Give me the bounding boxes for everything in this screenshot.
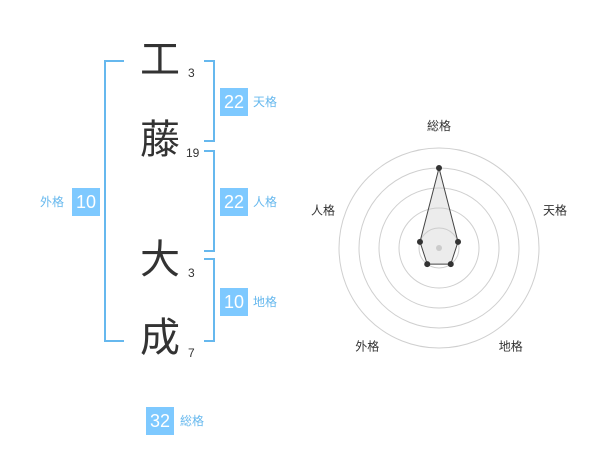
jinkaku-bracket — [204, 150, 215, 252]
radar-center-dot — [436, 245, 442, 251]
name-char-1: 工 — [140, 37, 180, 83]
stroke-count-4: 7 — [188, 346, 195, 360]
name-char-4: 成 — [140, 315, 180, 361]
chikaku-label: 地格 — [253, 295, 278, 309]
radar-axis-label-3: 地格 — [499, 339, 523, 354]
radar-point-2 — [455, 238, 462, 245]
gaikaku-bracket — [104, 60, 124, 342]
tenkaku-label: 天格 — [253, 95, 278, 109]
radar-axis-label-1: 総格 — [427, 118, 451, 133]
soukaku-badge: 32 — [146, 407, 174, 435]
name-char-3: 大 — [140, 237, 180, 283]
stroke-count-2: 19 — [186, 146, 200, 160]
radar-ring-5 — [338, 147, 540, 349]
tenkaku-bracket — [204, 60, 215, 142]
radar-ring-3 — [378, 187, 500, 309]
stroke-count-3: 3 — [188, 266, 195, 280]
jinkaku-badge: 22 — [220, 188, 248, 216]
name-char-2: 藤 — [140, 117, 180, 163]
stroke-count-1: 3 — [188, 66, 195, 80]
soukaku-label: 総格 — [180, 414, 205, 428]
radar-point-5 — [416, 238, 423, 245]
gaikaku-label: 外格 — [40, 195, 65, 209]
chikaku-badge: 10 — [220, 288, 248, 316]
gaikaku-badge: 10 — [72, 188, 100, 216]
radar-point-3 — [447, 261, 454, 268]
jinkaku-label: 人格 — [253, 195, 278, 209]
radar-axis-label-2: 天格 — [543, 202, 567, 217]
radar-axis-label-5: 人格 — [311, 202, 335, 217]
radar-area — [419, 167, 459, 265]
chikaku-bracket — [204, 258, 215, 342]
radar-point-1 — [436, 165, 442, 171]
radar-ring-2 — [398, 207, 480, 289]
tenkaku-badge: 22 — [220, 88, 248, 116]
radar-ring-1 — [418, 227, 460, 269]
radar-axis-label-4: 外格 — [355, 339, 379, 354]
radar-point-4 — [424, 261, 431, 268]
